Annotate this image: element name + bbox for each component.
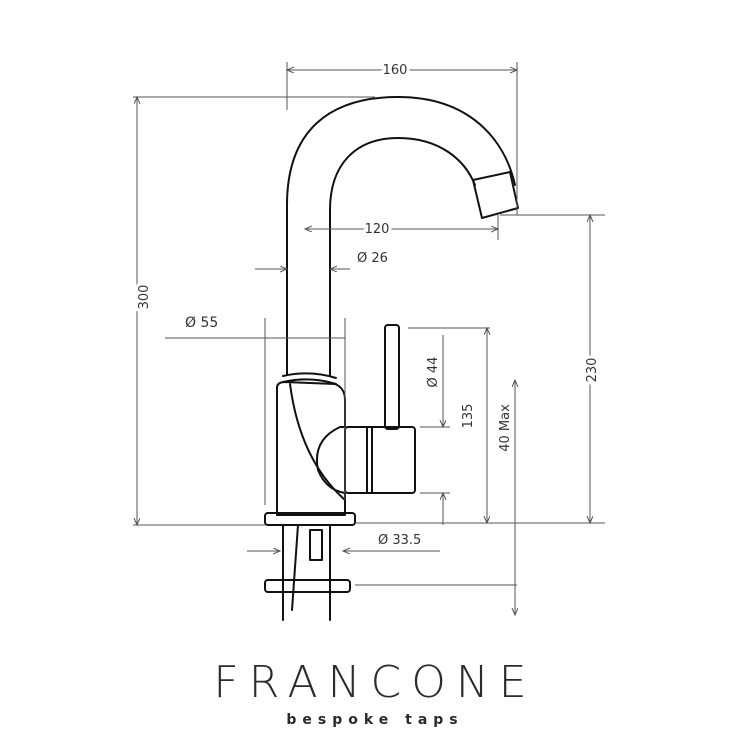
dim-160: 160 [383,63,408,78]
base-plate [264,512,356,526]
dim-230: 230 [585,358,600,383]
brand-tagline: Bespoke Taps [286,712,463,728]
handle-ring [366,426,373,494]
dim-spout-dia: Ø 26 [357,251,388,266]
spout [286,96,516,376]
dim-hole-dia: Ø 33.5 [378,533,421,548]
handle-lever [384,324,400,430]
brand-logo: FRANCONE [213,657,536,708]
dim-120: 120 [365,222,390,237]
spout-nozzle [472,171,519,219]
dim-135: 135 [461,404,476,429]
backnut-plate [264,579,351,593]
dim-40-max: 40 Max [498,404,513,452]
shank [282,524,331,621]
dimension-lines [133,62,605,615]
dim-body-dia: Ø 55 [185,315,218,331]
dim-handle-dia: Ø 44 [426,357,441,388]
body-curve [289,383,346,501]
tap-outline [264,96,519,621]
body [276,381,346,516]
dim-300: 300 [137,285,152,310]
handle-base [344,426,416,494]
